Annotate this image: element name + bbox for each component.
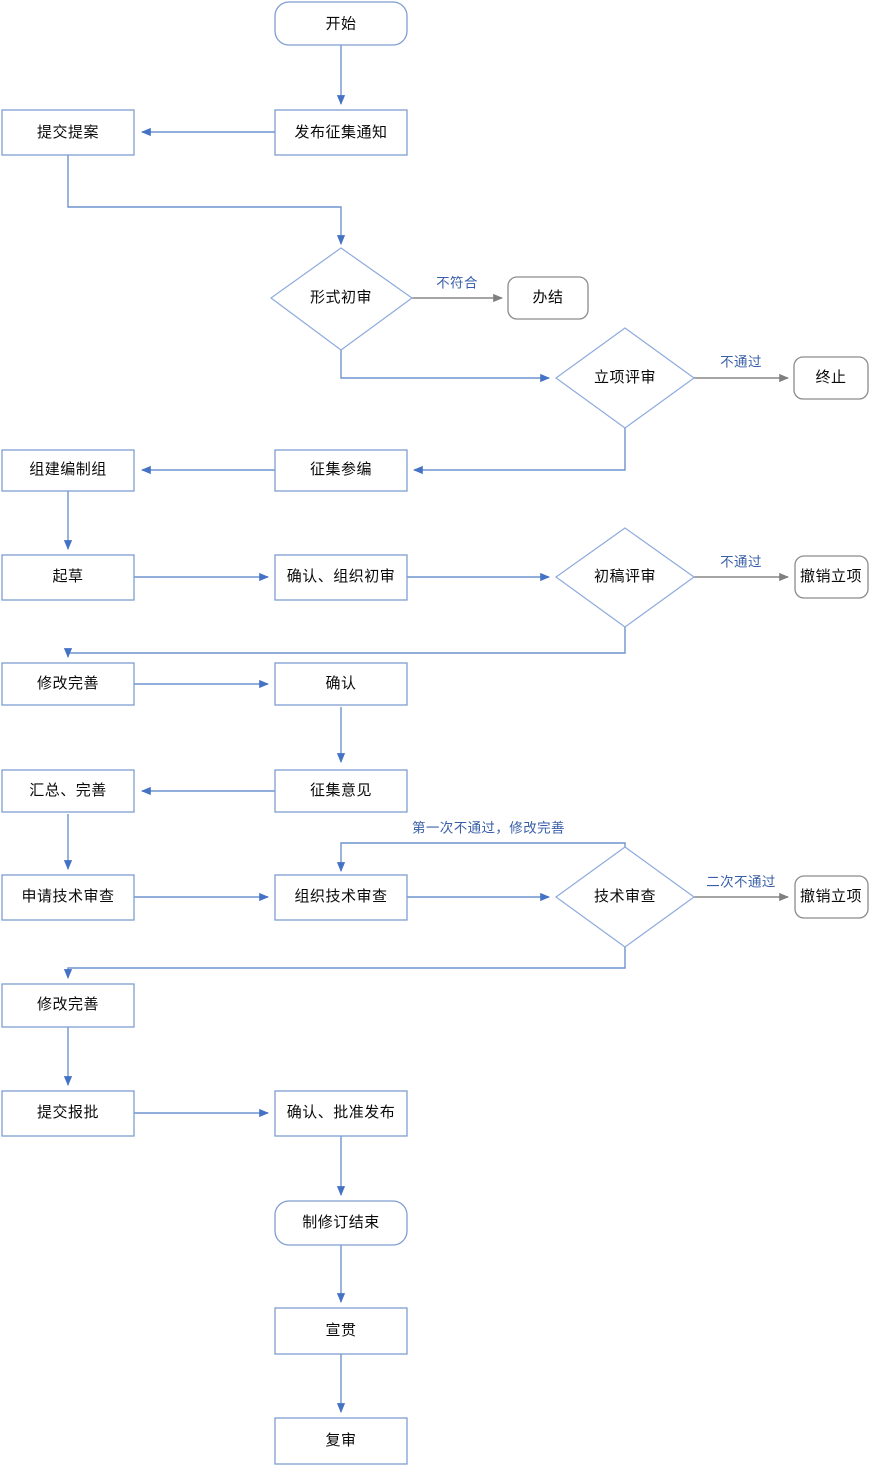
node-cancel-project-1-label: 撤销立项 <box>800 568 862 585</box>
node-collect-editors-shape <box>274 449 408 492</box>
node-start[interactable]: 开始 <box>274 1 408 46</box>
node-cancel-project-2-shape <box>794 875 869 919</box>
node-project-review-label: 立项评审 <box>594 369 656 386</box>
node-closed[interactable]: 办结 <box>507 276 589 320</box>
node-promote-shape <box>274 1307 408 1355</box>
connector-draftreview-to-revise1 <box>63 627 626 658</box>
node-revise-2[interactable]: 修改完善 <box>1 983 135 1028</box>
node-project-review-shape <box>554 327 696 429</box>
node-confirm-organize-label: 确认、组织初审 <box>287 568 396 585</box>
node-tech-review-label: 技术审查 <box>594 888 656 905</box>
node-tech-review-shape <box>554 846 696 948</box>
node-publish-notice[interactable]: 发布征集通知 <box>274 109 408 156</box>
node-revise-1[interactable]: 修改完善 <box>1 662 135 706</box>
node-tech-review[interactable]: 技术审查 <box>554 846 696 948</box>
edge-label-second-fail: 二次不通过 <box>706 875 776 890</box>
node-submit-approval[interactable]: 提交报批 <box>1 1090 135 1137</box>
edge-label-layer: 不符合 不通过 不通过 第一次不通过，修改完善 二次不通过 <box>412 276 776 890</box>
node-form-review[interactable]: 形式初审 <box>269 247 414 351</box>
node-summarize[interactable]: 汇总、完善 <box>1 769 135 813</box>
node-form-review-shape <box>269 247 414 351</box>
node-terminate-label: 终止 <box>815 369 846 386</box>
node-form-team-label: 组建编制组 <box>29 461 107 478</box>
node-confirm-shape <box>274 662 408 706</box>
node-collect-editors-label: 征集参编 <box>310 461 372 478</box>
node-apply-tech-label: 申请技术审查 <box>21 888 114 905</box>
node-collect-opinion-label: 征集意见 <box>310 781 372 799</box>
node-terminate[interactable]: 终止 <box>793 356 869 400</box>
connector-techreview-to-revise2 <box>63 947 626 979</box>
node-form-review-label: 形式初审 <box>310 289 372 306</box>
node-summarize-shape <box>1 769 135 813</box>
node-confirm-publish[interactable]: 确认、批准发布 <box>274 1090 408 1137</box>
node-publish-notice-label: 发布征集通知 <box>294 124 387 141</box>
node-confirm-organize[interactable]: 确认、组织初审 <box>274 554 408 601</box>
node-re-review[interactable]: 复审 <box>274 1417 408 1465</box>
node-draft-label: 起草 <box>52 568 83 585</box>
node-revise-1-shape <box>1 662 135 706</box>
node-form-team-shape <box>1 449 135 492</box>
node-collect-opinion-shape <box>274 769 408 813</box>
node-closed-shape <box>507 276 589 320</box>
node-revise-1-label: 修改完善 <box>37 675 99 692</box>
node-promote[interactable]: 宣贯 <box>274 1307 408 1355</box>
node-draft-review[interactable]: 初稿评审 <box>554 527 696 628</box>
node-revise-2-label: 修改完善 <box>37 996 99 1013</box>
node-confirm-publish-shape <box>274 1090 408 1137</box>
node-revision-end-shape <box>274 1200 408 1246</box>
node-submit-proposal-label: 提交提案 <box>37 123 99 141</box>
node-submit-proposal-shape <box>1 109 135 156</box>
edge-label-not-passed-2: 不通过 <box>720 555 762 570</box>
node-form-team[interactable]: 组建编制组 <box>1 449 135 492</box>
connector-submit-to-formreview <box>67 155 346 245</box>
node-submit-approval-shape <box>1 1090 135 1137</box>
node-cancel-project-2[interactable]: 撤销立项 <box>794 875 869 919</box>
node-submit-approval-label: 提交报批 <box>37 1103 99 1121</box>
node-apply-tech[interactable]: 申请技术审查 <box>1 874 135 921</box>
node-revise-2-shape <box>1 983 135 1028</box>
node-confirm-label: 确认 <box>325 675 356 692</box>
node-cancel-project-1[interactable]: 撤销立项 <box>794 555 869 599</box>
node-revision-end-label: 制修订结束 <box>302 1214 380 1231</box>
node-organize-tech-shape <box>274 874 408 921</box>
node-cancel-project-2-label: 撤销立项 <box>800 888 862 905</box>
node-draft-review-label: 初稿评审 <box>594 568 656 585</box>
node-start-shape <box>274 1 408 46</box>
node-collect-editors[interactable]: 征集参编 <box>274 449 408 492</box>
node-cancel-project-1-shape <box>794 555 869 599</box>
node-confirm[interactable]: 确认 <box>274 662 408 706</box>
node-draft[interactable]: 起草 <box>1 554 135 601</box>
node-re-review-label: 复审 <box>325 1431 356 1449</box>
edge-label-not-conform: 不符合 <box>436 276 478 291</box>
node-collect-opinion[interactable]: 征集意见 <box>274 769 408 813</box>
edge-label-first-fail-revise: 第一次不通过，修改完善 <box>412 820 565 836</box>
node-project-review[interactable]: 立项评审 <box>554 327 696 429</box>
node-organize-tech-label: 组织技术审查 <box>294 888 387 905</box>
connector-formreview-to-projectreview <box>340 350 550 383</box>
node-draft-shape <box>1 554 135 601</box>
node-submit-proposal[interactable]: 提交提案 <box>1 109 135 156</box>
node-promote-label: 宣贯 <box>325 1322 356 1339</box>
connector-layer <box>63 45 789 1413</box>
node-re-review-shape <box>274 1417 408 1465</box>
node-publish-notice-shape <box>274 109 408 156</box>
connector-projectreview-to-collecteditors <box>413 428 626 475</box>
node-closed-label: 办结 <box>532 289 563 306</box>
node-draft-review-shape <box>554 527 696 628</box>
node-revision-end[interactable]: 制修订结束 <box>274 1200 408 1246</box>
node-confirm-organize-shape <box>274 554 408 601</box>
node-terminate-shape <box>793 356 869 400</box>
connector-techreview-loopback-organizetech <box>336 842 626 872</box>
node-organize-tech[interactable]: 组织技术审查 <box>274 874 408 921</box>
node-start-label: 开始 <box>325 16 356 33</box>
edge-label-not-passed-1: 不通过 <box>720 355 762 370</box>
node-confirm-publish-label: 确认、批准发布 <box>287 1104 396 1121</box>
node-apply-tech-shape <box>1 874 135 921</box>
node-summarize-label: 汇总、完善 <box>29 782 107 799</box>
